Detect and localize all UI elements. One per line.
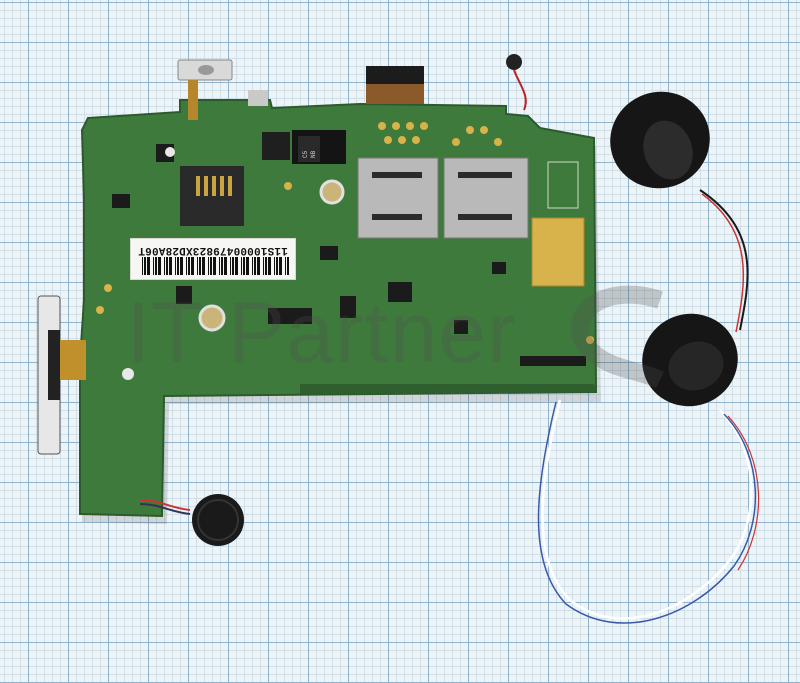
top-motor-wire [513, 69, 527, 111]
power-button-knob [198, 65, 214, 75]
speaker-cable-5 [727, 415, 760, 571]
flex-connector-head [366, 66, 424, 84]
vibration-motor-rim [197, 499, 239, 541]
camera-chip [262, 132, 290, 160]
speaker-bottom [642, 313, 738, 407]
vibration-motor-bottom [192, 494, 244, 546]
gold-shield-pad [531, 217, 585, 287]
board-edge-strip [300, 384, 596, 394]
metal-clip [248, 90, 268, 106]
watermark-text: IT Partner [126, 285, 517, 381]
chip-marking-2: NB [310, 150, 317, 158]
speaker-cable-3 [541, 399, 753, 620]
volume-flex [56, 340, 86, 380]
camera-label [298, 136, 320, 162]
barcode-text: 11S10000479823XD28A06T [138, 244, 288, 256]
chip-marking-1: C5 [302, 150, 309, 158]
sim-tray-2 [443, 157, 529, 239]
power-button-flex [188, 80, 198, 120]
vibration-motor-top [506, 54, 522, 70]
speaker-cable-4 [537, 401, 757, 624]
sim-contacts [372, 172, 512, 220]
barcode-bars [139, 257, 289, 275]
gold-test-pads [96, 122, 594, 344]
white-outline-box [547, 161, 579, 209]
sim-tray-1 [357, 157, 439, 239]
motor-wire [139, 499, 191, 511]
barcode-sticker: 11S10000479823XD28A06T [130, 238, 296, 280]
motor-wire-2 [139, 503, 191, 515]
small-components [112, 144, 586, 366]
speaker-cable-1 [699, 189, 749, 331]
microsd-contacts [196, 176, 232, 196]
speaker-cable-2 [701, 193, 745, 333]
speaker-top [610, 91, 710, 189]
watermark-s-logo [570, 285, 665, 389]
screw-standoffs [122, 147, 345, 380]
volume-button-bracket [48, 330, 60, 400]
